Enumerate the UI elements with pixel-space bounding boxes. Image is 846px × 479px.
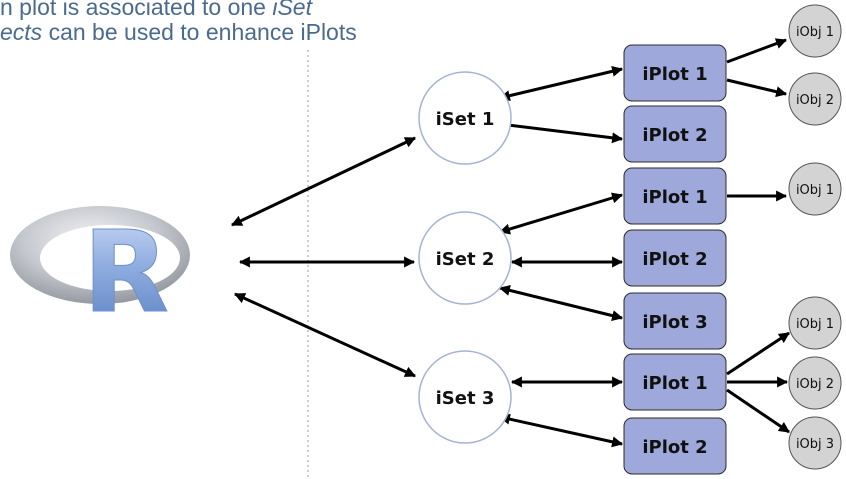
iplot-node: iPlot 1 [623,44,727,102]
iplot-box [623,292,727,350]
iobj-node: iObj 3 [788,416,842,470]
edges [231,38,790,448]
iset-circle [418,211,512,305]
iplot-node: iPlot 2 [623,105,727,163]
edge-p6-o6 [726,388,790,434]
edge-s3-p7 [498,413,624,448]
iplot-label: iPlot 3 [642,312,707,333]
edge-s1-p1 [498,65,624,102]
edge-p6-o4 [726,331,790,376]
iplot-box [623,229,727,287]
iplot-label: iPlot 2 [642,249,707,270]
iobj-node: iObj 2 [788,72,842,126]
iplot-box [623,105,727,163]
iplot-node: iPlot 2 [623,229,727,287]
iplot-label: iPlot 1 [642,187,707,208]
iobj-circle [788,416,842,470]
iobj-circle [788,162,842,216]
caption-line-2-emphasis: ects [0,19,43,45]
iset-node: iSet 1 [418,71,512,165]
iobj-label: iObj 1 [796,317,834,332]
iobj-label: iObj 2 [796,377,834,392]
r-logo-ring-hole [40,225,180,291]
caption-line-2: ects can be used to enhance iPlots [0,19,357,45]
iplot-label: iPlot 2 [642,125,707,146]
iset-circle [418,71,512,165]
iobj-label: iObj 1 [796,25,834,40]
caption-line-1-text: n plot is associated to one [0,0,273,20]
nodes: iSet 1 iSet 2 iSet 3 iPlot 1 iPlot 2 iPlot 1 i… [418,4,842,475]
iobj-node: iObj 1 [788,162,842,216]
iplot-node: iPlot 1 [623,353,727,411]
iobj-node: iObj 1 [788,296,842,350]
iobj-circle [788,356,842,410]
iset-label: iSet 1 [436,109,495,130]
caption-line-1: n plot is associated to one iSet [0,0,312,20]
caption-line-2-text: can be used to enhance iPlots [42,19,357,45]
iplot-node: iPlot 3 [623,292,727,350]
edge-s2-p3 [498,192,624,235]
r-logo-letter: R [83,208,169,338]
edge-p1-o2 [726,78,788,98]
edge-p1-o1 [726,38,788,64]
iset-label: iSet 2 [436,249,495,270]
iplot-box [623,417,727,475]
edge-s1-p2 [498,119,624,144]
iplot-box [623,353,727,411]
iobj-label: iObj 3 [796,437,834,452]
iobj-label: iObj 2 [796,93,834,108]
iset-node: iSet 2 [418,211,512,305]
iset-node: iSet 3 [418,350,512,444]
edge-s2-p5 [498,285,624,321]
iplot-node: iPlot 2 [623,417,727,475]
iplot-box [623,44,727,102]
iplot-label: iPlot 1 [642,373,707,394]
iplot-box [623,167,727,225]
iplot-label: iPlot 1 [642,64,707,85]
iobj-node: iObj 1 [788,4,842,58]
caption-line-1-emphasis: iSet [272,0,312,20]
iset-label: iSet 3 [436,388,495,409]
iobj-circle [788,296,842,350]
iset-circle [418,350,512,444]
iobj-node: iObj 2 [788,356,842,410]
r-logo: R [10,206,190,339]
edge-R-s3 [233,292,417,378]
iobj-label: iObj 1 [796,183,834,198]
iobj-circle [788,72,842,126]
iplot-node: iPlot 1 [623,167,727,225]
iobj-circle [788,4,842,58]
edge-R-s1 [231,136,416,227]
iplot-label: iPlot 2 [642,437,707,458]
